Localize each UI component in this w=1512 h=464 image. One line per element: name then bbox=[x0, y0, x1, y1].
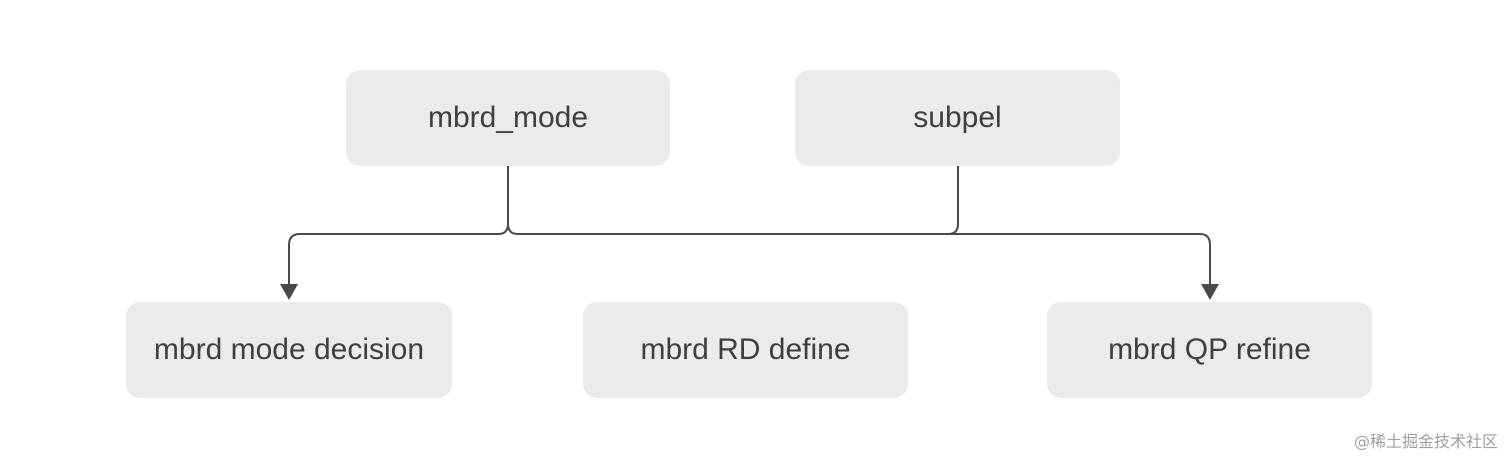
node-mbrd-rd-define: mbrd RD define bbox=[583, 302, 908, 398]
node-mbrd-mode-decision: mbrd mode decision bbox=[126, 302, 452, 398]
arrowhead-to-mode-decision bbox=[280, 284, 298, 300]
watermark-text: @稀土掘金技术社区 bbox=[1353, 432, 1498, 451]
node-mbrd-qp-refine: mbrd QP refine bbox=[1047, 302, 1372, 398]
node-mbrd-qp-refine-label: mbrd QP refine bbox=[1108, 333, 1311, 366]
node-subpel-label: subpel bbox=[913, 101, 1002, 134]
node-subpel: subpel bbox=[795, 70, 1120, 166]
connector-subpel bbox=[947, 166, 959, 235]
node-mbrd-rd-define-label: mbrd RD define bbox=[640, 333, 851, 366]
connector-mbrd-mode-right bbox=[507, 223, 1211, 288]
node-mbrd-mode-decision-label: mbrd mode decision bbox=[153, 333, 425, 366]
arrowhead-to-qp-refine bbox=[1201, 284, 1219, 300]
connector-mbrd-mode bbox=[288, 166, 509, 288]
node-mbrd-mode: mbrd_mode bbox=[346, 70, 670, 166]
node-mbrd-mode-label: mbrd_mode bbox=[427, 101, 589, 134]
